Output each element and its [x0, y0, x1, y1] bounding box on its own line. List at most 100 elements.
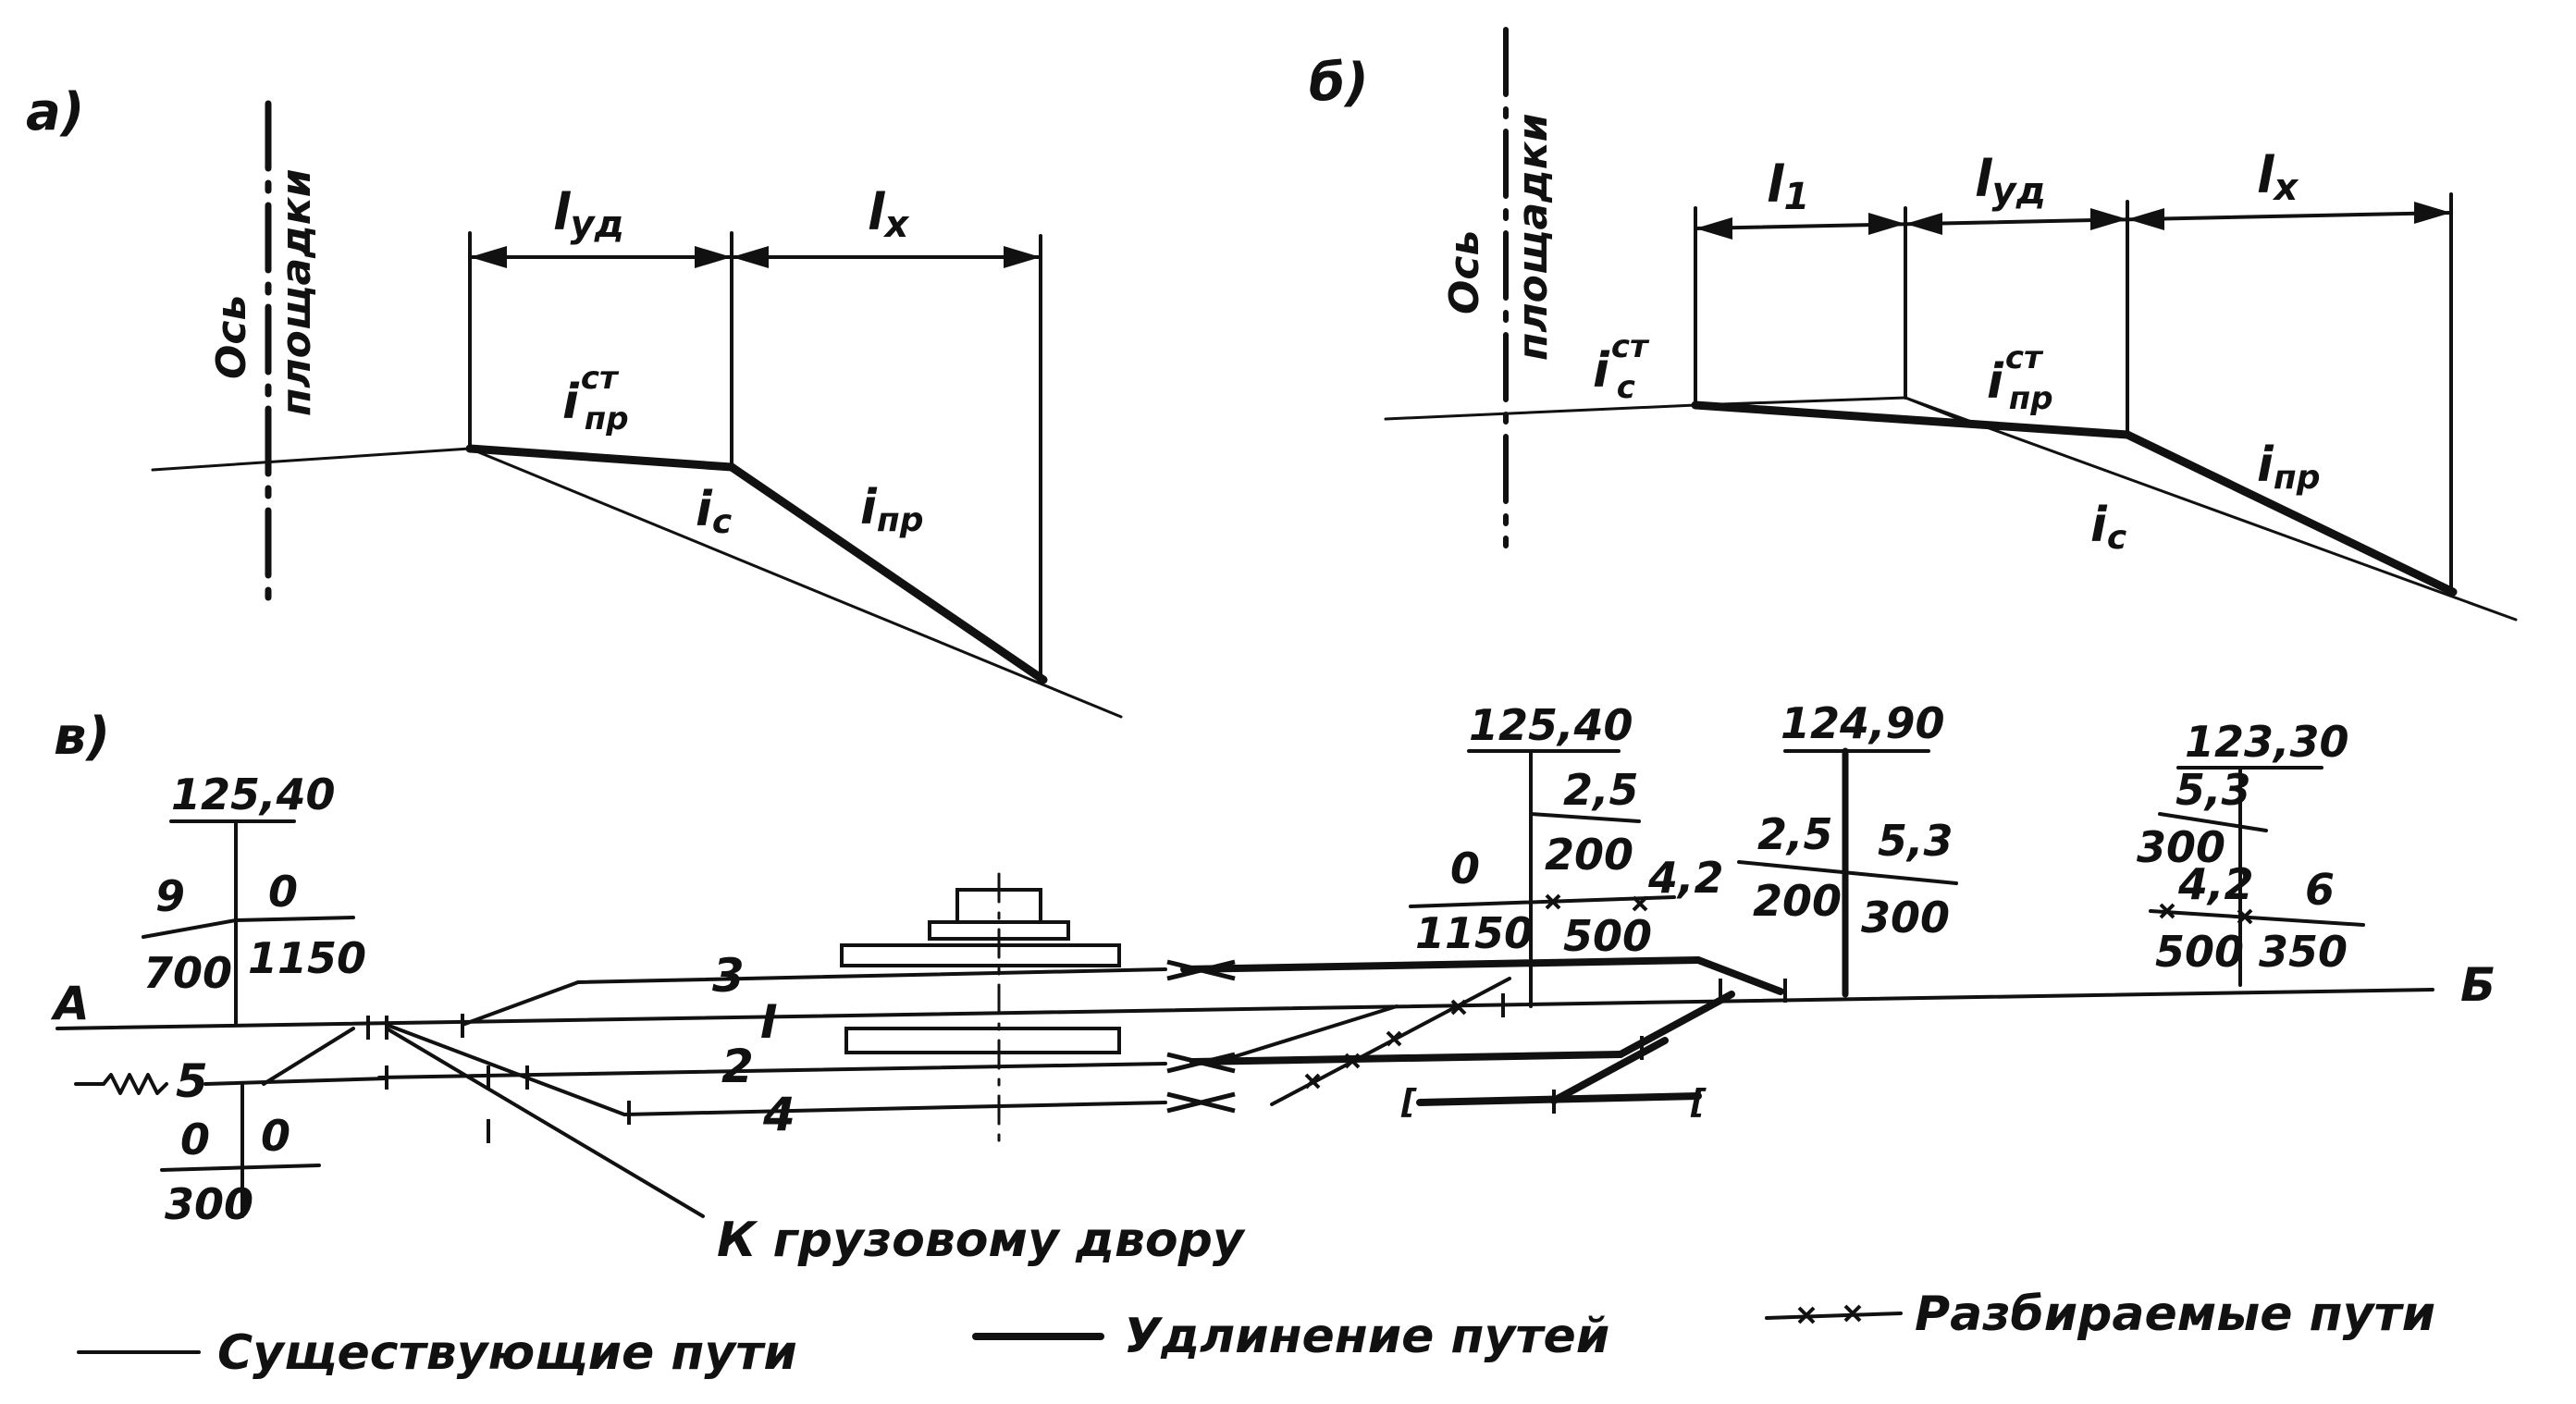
approach-slope-line-b [2123, 430, 2458, 597]
arrow-a-4 [1004, 246, 1041, 268]
panel-a-marker: а) [26, 82, 84, 142]
switch-ticks [366, 979, 1787, 1143]
track-5-connection [262, 1027, 355, 1086]
dimension-line-b [1694, 211, 2453, 230]
profile-1-r-bot: 1150 [248, 933, 366, 983]
track-label-I: I [760, 995, 778, 1049]
average-slope-line-a [468, 447, 1123, 719]
arrow-a-1 [470, 246, 507, 268]
profile-2-l-top: 0 [1450, 844, 1480, 893]
track-3-approach [461, 980, 580, 1027]
profile-2-r-bot: 500 [1563, 911, 1652, 961]
profile-4-cross-marks [2159, 903, 2253, 925]
main-track-I [55, 988, 2434, 1030]
track-3 [576, 967, 1167, 984]
profile-4-s-top: 5,3 [2175, 765, 2251, 815]
track-label-5: 5 [176, 1054, 208, 1108]
axis-label-a-1: Ось [208, 295, 255, 379]
profile-3-l-top: 2,5 [1757, 809, 1833, 859]
track-4 [622, 1101, 1167, 1116]
track-label-2: 2 [721, 1040, 754, 1093]
end-label-a: А [50, 977, 90, 1030]
profile-post-1: 125,40 9 700 0 1150 [142, 770, 366, 1027]
track-3-extension-curve [1695, 956, 1784, 995]
track-2-extension [1189, 1051, 1624, 1065]
ground-line-b [1384, 403, 1697, 421]
profile-1-l-bot: 700 [143, 948, 232, 998]
profile-5-l-top: 0 [180, 1115, 210, 1164]
profile-2-s-bot: 200 [1545, 830, 1633, 880]
panel-v: в) А Б [ [ [50, 698, 2496, 1268]
profile-3-l-bot: 200 [1753, 876, 1842, 926]
station-slope-line-a [465, 444, 736, 472]
label-i-pr-b: iпр [2257, 437, 2320, 497]
average-slope-line-b [1904, 396, 2518, 622]
approach-slope-line-a [727, 462, 1048, 684]
legend-extension-label: Удлинение путей [1124, 1309, 1609, 1364]
track-2 [377, 1062, 1167, 1079]
profile-5-l-bot: 300 [165, 1179, 253, 1229]
label-i-pr-a: iпр [860, 480, 923, 539]
arrow-b-4 [2090, 208, 2127, 230]
arrow-b-1 [1695, 217, 1732, 240]
profile-1-l-top: 9 [155, 871, 185, 921]
axis-label-b-1: Ось [1441, 230, 1488, 314]
track-label-4: 4 [762, 1088, 795, 1141]
arrow-b-3 [1905, 213, 1942, 235]
freight-yard-branch [385, 1027, 705, 1218]
legend: Существующие пути Удлинение путей Разбир… [77, 1287, 2435, 1381]
dim-l-ud-b: lуд [1975, 150, 2046, 213]
track-5 [203, 1077, 388, 1086]
axis-label-b-2: площадки [1510, 114, 1557, 361]
track-3-extension [1180, 956, 1702, 973]
label-i-c-a: iс [696, 482, 732, 541]
profile-4-l-top: 4,2 [2177, 859, 2254, 909]
profile-2-l-bot: 1150 [1415, 908, 1534, 958]
track-label-3: 3 [712, 949, 745, 1003]
profile-1-r-top: 0 [268, 867, 298, 917]
profile-4-r-top: 6 [2305, 865, 2335, 915]
profile-4-elev: 123,30 [2185, 717, 2349, 767]
legend-existing-label: Существующие пути [217, 1325, 797, 1381]
dismantled-marks [1304, 999, 1467, 1090]
profile-post-2: 125,40 2,5 200 0 1150 4,2 500 [1409, 700, 1724, 1008]
arrow-b-5 [2127, 208, 2164, 230]
profile-3-r-bot: 300 [1861, 893, 1950, 942]
buffer-stop-5-icon [74, 1073, 168, 1095]
profile-2-s-top: 2,5 [1563, 765, 1639, 815]
profile-5-r-top: 0 [261, 1111, 290, 1161]
panel-v-marker: в) [54, 707, 110, 767]
station-slope-line-b [1691, 400, 2132, 439]
legend-dismantled-marks [1797, 1304, 1862, 1324]
label-i-c-b: iс [2090, 498, 2126, 557]
ground-line-a [151, 447, 472, 472]
profile-4-s-bot: 300 [2137, 822, 2225, 872]
freight-yard-label: К грузовому двору [717, 1213, 1246, 1268]
arrow-a-3 [732, 246, 769, 268]
profile-2-r-top: 4,2 [1647, 853, 1724, 903]
end-label-b: Б [2460, 958, 2496, 1012]
profile-4-r-bot: 350 [2259, 927, 2348, 977]
legend-dismantled-line [1765, 1312, 1903, 1320]
siding-stop-left-icon: [ [1400, 1083, 1417, 1121]
profile-4-l-bot: 500 [2155, 927, 2244, 977]
profile-post-4: 123,30 5,3 300 4,2 500 6 350 [2137, 717, 2365, 987]
dim-l-x-b: lx [2257, 146, 2299, 209]
arrow-a-2 [695, 246, 732, 268]
arrow-b-2 [1868, 213, 1905, 235]
legend-dismantled-label: Разбираемые пути [1915, 1287, 2435, 1342]
profile-post-5: 0 0 300 [160, 1082, 321, 1229]
crossover-1-2 [1219, 1004, 1399, 1063]
profile-1-elev: 125,40 [171, 770, 336, 819]
arrow-b-6 [2414, 202, 2451, 224]
panel-b-marker: б) [1309, 53, 1369, 113]
dim-l-ud-a: lуд [553, 183, 624, 246]
dim-l-x-a: lx [868, 183, 910, 246]
axis-label-a-2: площадки [273, 169, 320, 416]
